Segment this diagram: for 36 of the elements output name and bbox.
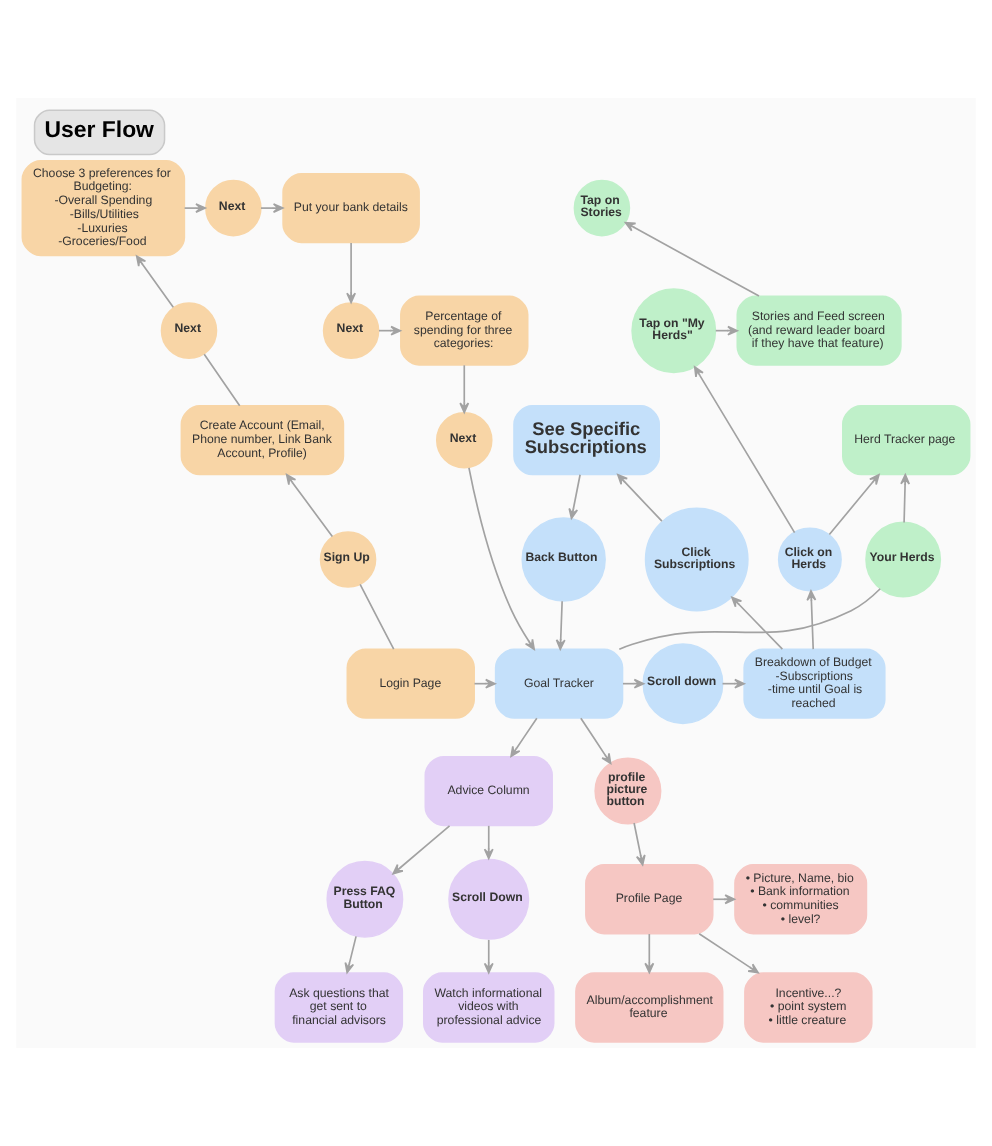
arrow <box>721 678 745 689</box>
arrow <box>580 717 612 765</box>
arrow <box>622 678 645 689</box>
arrow <box>183 203 206 214</box>
diagram-title: User Flow <box>44 119 154 143</box>
arrow <box>483 939 494 974</box>
arrow <box>644 933 655 974</box>
connector <box>203 353 241 407</box>
arrow <box>392 825 451 875</box>
arrow <box>260 203 284 214</box>
arrow <box>900 473 911 524</box>
connector <box>618 587 882 651</box>
arrow <box>633 822 646 866</box>
arrow <box>714 325 738 336</box>
arrow <box>378 325 402 336</box>
arrow <box>344 935 357 974</box>
arrow <box>468 466 535 651</box>
arrow <box>285 473 334 538</box>
arrow <box>135 255 175 309</box>
arrow <box>693 366 796 534</box>
arrow <box>712 894 736 905</box>
arrow <box>806 590 817 650</box>
arrow <box>555 600 566 651</box>
arrow <box>624 221 760 297</box>
arrow <box>483 825 494 860</box>
arrow <box>617 473 663 523</box>
arrow <box>473 678 496 689</box>
node-box: See Specific Subscriptions <box>513 405 660 476</box>
connector <box>359 583 395 651</box>
arrow <box>568 473 581 520</box>
arrow <box>459 364 470 414</box>
arrow <box>731 596 784 650</box>
arrow <box>698 932 759 974</box>
arrow <box>510 717 538 758</box>
arrow <box>828 473 880 536</box>
arrow <box>346 242 357 304</box>
